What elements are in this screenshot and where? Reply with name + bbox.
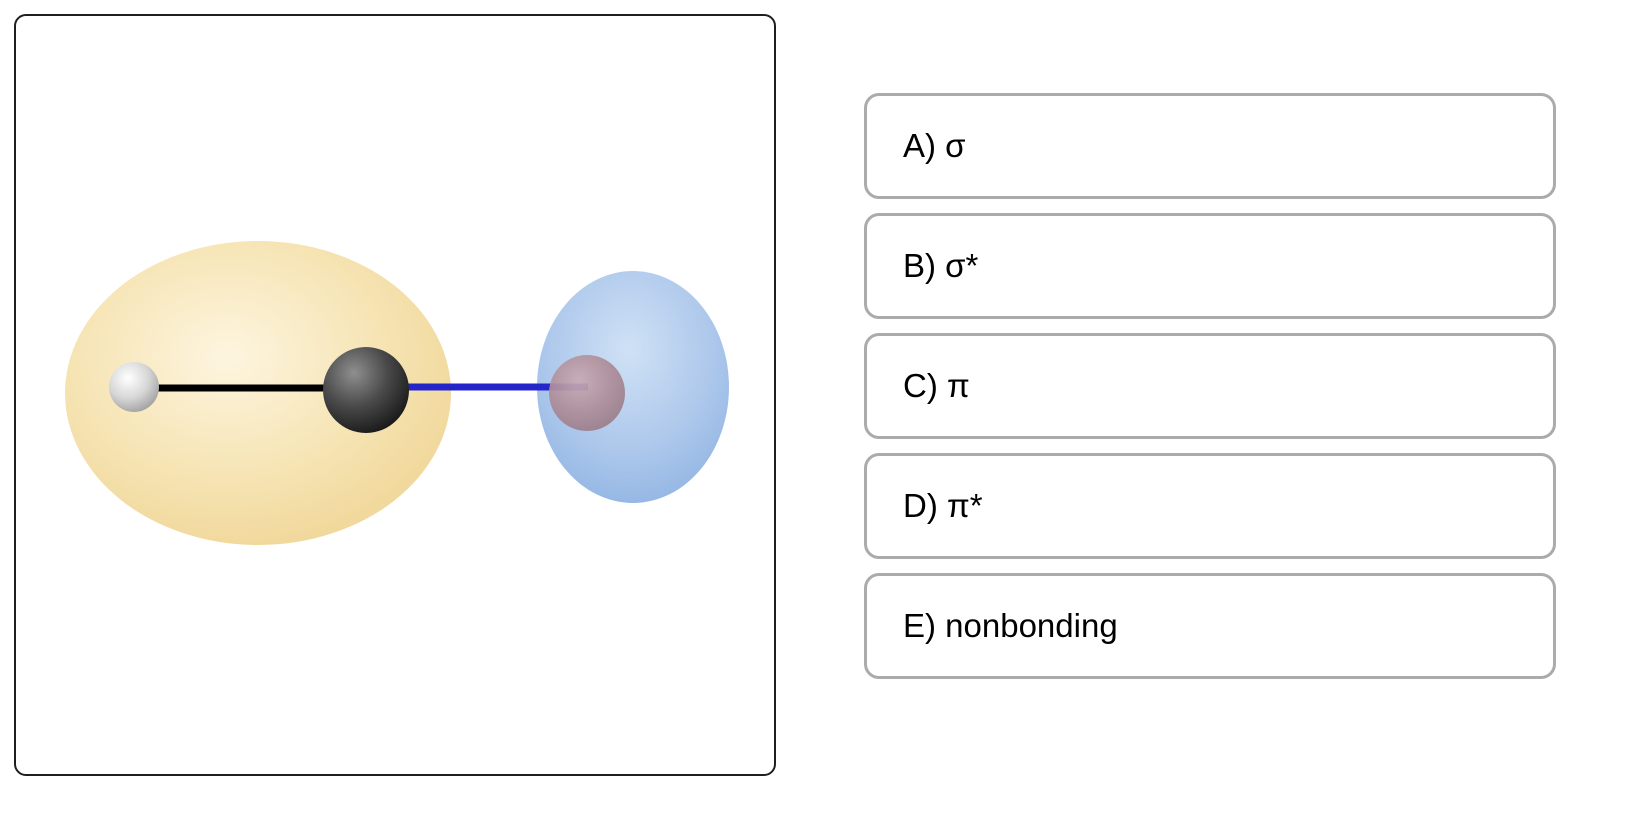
orbital-lobe-right [537, 271, 729, 503]
answer-option-list: A) σ B) σ* C) π D) π* E) nonbonding [864, 93, 1556, 679]
answer-option-label: B) σ* [903, 247, 979, 284]
answer-option-label: C) π [903, 367, 970, 404]
answer-option-label: A) σ [903, 127, 966, 164]
molecular-orbital-diagram-panel [14, 14, 776, 776]
answer-option-b[interactable]: B) σ* [864, 213, 1556, 319]
answer-option-d[interactable]: D) π* [864, 453, 1556, 559]
atom-right [549, 355, 625, 431]
atom-center [323, 347, 409, 433]
atom-left [109, 362, 159, 412]
answer-option-c[interactable]: C) π [864, 333, 1556, 439]
answer-option-label: D) π* [903, 487, 983, 524]
answer-option-a[interactable]: A) σ [864, 93, 1556, 199]
answer-option-e[interactable]: E) nonbonding [864, 573, 1556, 679]
orbital-lobe-left [65, 241, 451, 545]
answer-option-label: E) nonbonding [903, 607, 1118, 644]
molecular-orbital-diagram [65, 241, 729, 545]
